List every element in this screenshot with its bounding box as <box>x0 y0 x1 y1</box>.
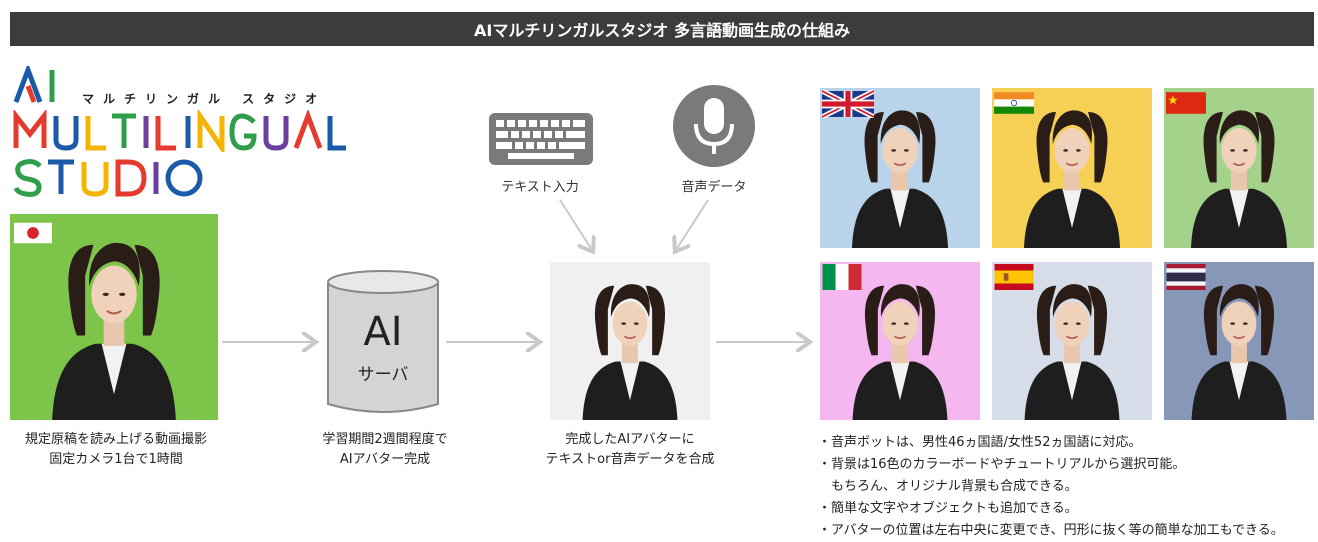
feature-notes: ・音声ボットは、男性46ヵ国語/女性52ヵ国語に対応。 ・背景は16色のカラーボ… <box>818 432 1284 542</box>
composite-video-panel <box>550 262 710 420</box>
step3-caption: 完成したAIアバターに テキストor音声データを合成 <box>520 430 740 470</box>
server-subtitle: サーバ <box>357 365 409 385</box>
output-panel-spanish <box>992 262 1152 420</box>
server-title: AI <box>363 309 403 355</box>
note-item: ・簡単な文字やオブジェクトも追加できる。 <box>818 501 1078 516</box>
logo-ai-mark <box>13 66 55 103</box>
ai-server-icon <box>327 270 439 413</box>
caption-line: テキストor音声データを合成 <box>545 452 715 467</box>
input-arrows <box>559 199 709 260</box>
note-item: もちろん、オリジナル背景も合成できる。 <box>818 479 1078 494</box>
note-item: ・背景は16色のカラーボードやチュートリアルから選択可能。 <box>818 457 1186 472</box>
caption-line: 規定原稿を読み上げる動画撮影 <box>24 432 207 447</box>
output-panel-italian <box>820 262 980 420</box>
avatar-image <box>581 283 679 420</box>
india-flag-icon <box>994 92 1034 114</box>
logo-kana: マルチリンガル スタジオ <box>82 92 327 106</box>
step2-caption: 学習期間2週間程度で AIアバター完成 <box>300 430 470 470</box>
logo-studio <box>13 159 203 197</box>
microphone-icon <box>673 85 755 167</box>
keyboard-icon <box>489 113 593 165</box>
italy-flag-icon <box>822 264 862 290</box>
flow-arrow <box>716 330 816 354</box>
step1-caption: 規定原稿を読み上げる動画撮影 固定カメラ1台で1時間 <box>0 430 232 470</box>
text-input-label: テキスト入力 <box>501 180 579 195</box>
china-flag-icon <box>1166 92 1206 114</box>
logo-multilingual <box>13 110 346 152</box>
audio-data-label: 音声データ <box>681 180 747 195</box>
output-panel-english <box>820 88 980 248</box>
caption-line: 完成したAIアバターに <box>565 432 695 447</box>
caption-line: 固定カメラ1台で1時間 <box>49 452 183 467</box>
output-panel-chinese <box>1164 88 1314 248</box>
thailand-flag-icon <box>1166 264 1206 290</box>
note-item: ・アバターの位置は左右中央に変更でき、円形に抜く等の簡単な加工もできる。 <box>818 523 1284 538</box>
spain-flag-icon <box>994 264 1034 290</box>
note-item: ・音声ボットは、男性46ヵ国語/女性52ヵ国語に対応。 <box>818 435 1142 450</box>
page-title: AIマルチリンガルスタジオ 多言語動画生成の仕組み <box>10 12 1314 46</box>
studio-logo: マルチリンガル スタジオ <box>12 66 352 206</box>
japan-flag-icon <box>14 222 52 244</box>
source-video-panel <box>10 214 218 420</box>
flow-arrow <box>222 330 322 354</box>
uk-flag-icon <box>822 90 874 118</box>
flow-arrow <box>446 330 546 354</box>
output-panel-hindi <box>992 88 1152 248</box>
caption-line: 学習期間2週間程度で <box>322 432 448 447</box>
output-panel-thai <box>1164 262 1314 420</box>
caption-line: AIアバター完成 <box>339 452 431 467</box>
